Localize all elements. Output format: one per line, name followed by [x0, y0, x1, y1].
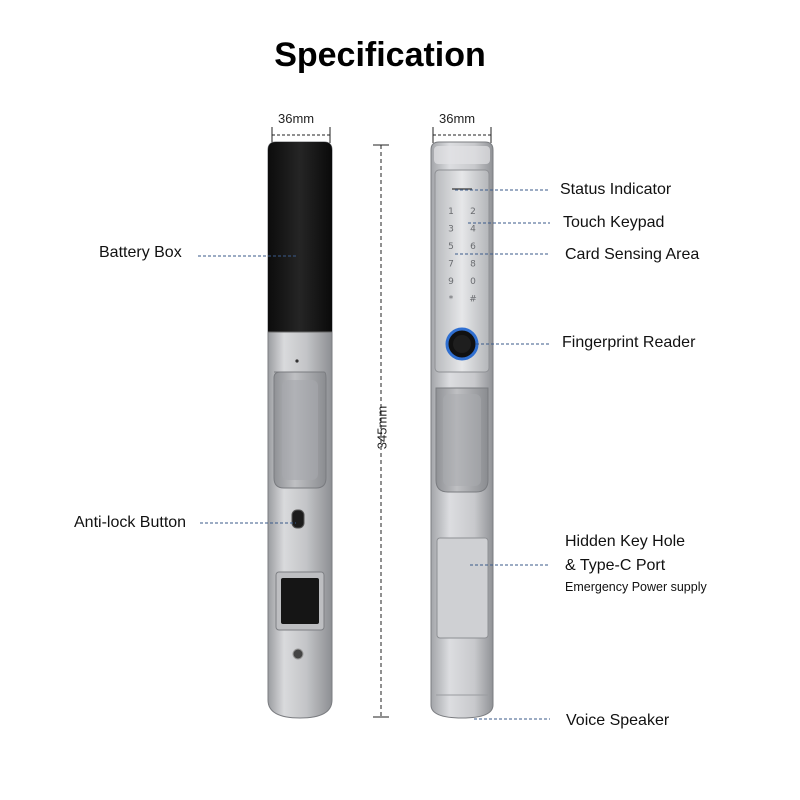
keypad-key-10: *	[449, 295, 454, 305]
screw-icon	[292, 648, 304, 660]
label-touch-keypad: Touch Keypad	[563, 214, 665, 231]
keypad-key-9: 0	[470, 277, 476, 287]
label-card-sensing-area: Card Sensing Area	[565, 246, 700, 263]
keypad-panel	[434, 169, 490, 373]
label-anti-lock-button: Anti-lock Button	[74, 514, 187, 531]
keypad-key-3: 4	[470, 225, 476, 235]
keypad-key-4: 5	[448, 242, 454, 252]
height-label: 345mm	[374, 405, 390, 450]
height-dimension	[373, 144, 389, 718]
battery-box	[268, 142, 332, 332]
width-dimension-right	[432, 127, 492, 143]
keypad-digits: 1 2 3 4 5 6 7 8 9 0 * #	[448, 207, 477, 305]
width-label-left: 36mm	[278, 111, 315, 126]
keypad-key-8: 9	[448, 277, 454, 287]
keypad-key-2: 3	[448, 225, 454, 235]
page-title: Specification	[274, 36, 486, 74]
label-voice-speaker: Voice Speaker	[566, 712, 670, 729]
width-dimension-left	[271, 127, 331, 143]
label-fingerprint-reader: Fingerprint Reader	[562, 334, 696, 351]
keypad-key-1: 2	[470, 207, 476, 217]
hidden-key-hole-cover	[436, 537, 489, 639]
inner-lock-body	[267, 141, 333, 719]
anti-lock-button	[291, 509, 305, 529]
label-type-c-port: & Type-C Port	[565, 557, 666, 574]
keypad-key-7: 8	[470, 260, 476, 270]
keypad-key-11: #	[469, 295, 477, 305]
label-emergency-power: Emergency Power supply	[565, 580, 707, 594]
width-label-right: 36mm	[439, 111, 476, 126]
keypad-key-6: 7	[448, 260, 454, 270]
label-status-indicator: Status Indicator	[560, 181, 672, 198]
keypad-key-0: 1	[448, 207, 454, 217]
label-hidden-key-hole: Hidden Key Hole	[565, 533, 686, 550]
outer-lock-body	[430, 141, 494, 719]
label-battery-box: Battery Box	[99, 244, 182, 261]
keypad-key-5: 6	[470, 242, 476, 252]
